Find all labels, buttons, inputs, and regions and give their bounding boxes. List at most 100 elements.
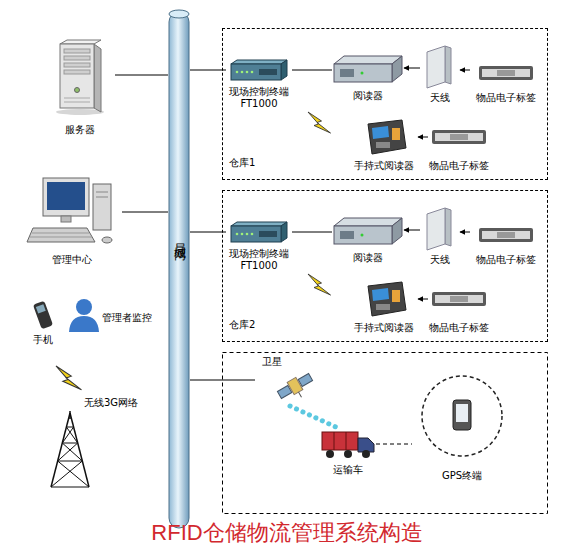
rfid-tag: 物品电子标签 bbox=[428, 124, 490, 172]
status-light bbox=[241, 233, 244, 236]
control-terminal: 现场控制终端 FT1000 bbox=[226, 58, 292, 112]
network-line bbox=[292, 232, 332, 233]
handheld-keys bbox=[376, 142, 390, 148]
node-label: 现场控制终端 FT1000 bbox=[226, 86, 292, 110]
reader-top bbox=[334, 56, 402, 64]
monitor-stand bbox=[61, 216, 71, 222]
drive-slot bbox=[96, 197, 108, 198]
pc-tower bbox=[93, 184, 111, 230]
server-top bbox=[60, 40, 101, 44]
tower-brace bbox=[62, 427, 73, 443]
handheld-keys bbox=[376, 304, 390, 310]
network-line bbox=[292, 70, 332, 71]
node-label: 天线 bbox=[420, 92, 460, 104]
server-icon: 服务器 bbox=[45, 38, 115, 138]
handheld-icon bbox=[362, 120, 406, 154]
warehouse-label: 仓库1 bbox=[229, 157, 269, 169]
lightning-symbol bbox=[308, 274, 331, 295]
network-line bbox=[190, 232, 226, 233]
node-label: 手持式阅读器 bbox=[350, 160, 418, 172]
tag-chip bbox=[450, 134, 468, 140]
monitor bbox=[43, 178, 89, 216]
tower-leg bbox=[70, 413, 89, 487]
drive-slot bbox=[96, 192, 108, 193]
keyboard bbox=[27, 228, 95, 242]
network-line bbox=[404, 68, 420, 69]
terminal-front bbox=[231, 64, 281, 80]
terminal-side bbox=[281, 60, 287, 80]
mouse bbox=[102, 237, 112, 243]
reader-side bbox=[392, 56, 402, 82]
node-label: 天线 bbox=[420, 254, 460, 266]
rfid-tag: 物品电子标签 bbox=[428, 286, 490, 334]
cargo-stripe bbox=[334, 432, 335, 450]
vent-line bbox=[64, 98, 90, 99]
tag-inlay bbox=[435, 133, 483, 141]
pc-icon bbox=[27, 178, 117, 248]
warehouse-box: 仓库1现场控制终端 FT1000阅读器天线物品电子标签手持式阅读器物品电子标签 bbox=[222, 28, 548, 180]
node-label: 阅读器 bbox=[332, 252, 404, 264]
antenna: 天线 bbox=[420, 208, 460, 266]
node-label: 物品电子标签 bbox=[428, 160, 490, 172]
terminal-icon bbox=[231, 222, 287, 244]
gps-screen bbox=[456, 404, 468, 422]
status-light bbox=[246, 233, 249, 236]
reader-panel bbox=[340, 231, 354, 239]
tag-icon bbox=[479, 66, 533, 80]
cargo-stripe bbox=[346, 432, 347, 450]
antenna-side bbox=[445, 208, 451, 246]
node-label: 管理者监控 bbox=[102, 312, 166, 324]
tag-inlay bbox=[482, 69, 530, 77]
gps-link bbox=[376, 444, 412, 445]
lightning-symbol bbox=[308, 112, 331, 133]
key-row bbox=[30, 237, 92, 238]
tower-bar bbox=[58, 461, 83, 462]
tower-leg bbox=[51, 413, 70, 487]
satellite-link bbox=[290, 406, 338, 428]
truck-cab bbox=[358, 438, 374, 452]
handheld-keypad bbox=[392, 290, 400, 302]
tower-mast bbox=[69, 411, 71, 419]
handheld-body bbox=[368, 120, 406, 154]
antenna-icon bbox=[427, 46, 453, 88]
satellite-body bbox=[276, 371, 317, 406]
tower-bar bbox=[62, 443, 77, 444]
phone-icon bbox=[33, 300, 53, 330]
transport-truck: 运输车 bbox=[320, 428, 376, 478]
server-side bbox=[94, 44, 101, 112]
person-head bbox=[76, 299, 92, 315]
port-panel bbox=[259, 69, 277, 75]
handheld-reader: 手持式阅读器 bbox=[350, 282, 418, 334]
truck-icon bbox=[322, 428, 374, 460]
terminal-top bbox=[231, 222, 287, 226]
coverage-circle bbox=[422, 376, 502, 456]
rfid-reader: 阅读器 bbox=[332, 54, 404, 104]
node-label: 物品电子标签 bbox=[470, 92, 542, 104]
reader-icon bbox=[334, 218, 402, 246]
tower-icon bbox=[45, 411, 95, 488]
truck-cargo bbox=[322, 432, 358, 450]
status-light bbox=[236, 233, 239, 236]
drive-bay bbox=[64, 49, 90, 53]
tower-brace bbox=[58, 461, 89, 487]
person-body bbox=[69, 316, 99, 332]
reader-panel bbox=[340, 69, 354, 77]
handheld-icon bbox=[362, 282, 406, 316]
node-label: 现场控制终端 FT1000 bbox=[226, 248, 292, 272]
handheld-body bbox=[368, 282, 406, 316]
network-line bbox=[115, 75, 168, 76]
gps-icon bbox=[420, 374, 504, 458]
rfid-tag: 物品电子标签 bbox=[470, 62, 542, 104]
tag-chip bbox=[497, 232, 515, 238]
power-button bbox=[75, 88, 80, 93]
node-label: 局域网 bbox=[172, 234, 186, 243]
tag-chip bbox=[497, 70, 515, 76]
tag-icon bbox=[479, 228, 533, 242]
tag-icon bbox=[432, 292, 486, 306]
status-light bbox=[361, 234, 364, 237]
warehouse-box: 仓库2现场控制终端 FT1000阅读器天线物品电子标签手持式阅读器物品电子标签 bbox=[222, 190, 548, 342]
network-line bbox=[418, 137, 428, 138]
node-label: 手机 bbox=[25, 334, 61, 346]
tower-brace bbox=[51, 461, 82, 487]
satellite-core bbox=[287, 377, 303, 394]
